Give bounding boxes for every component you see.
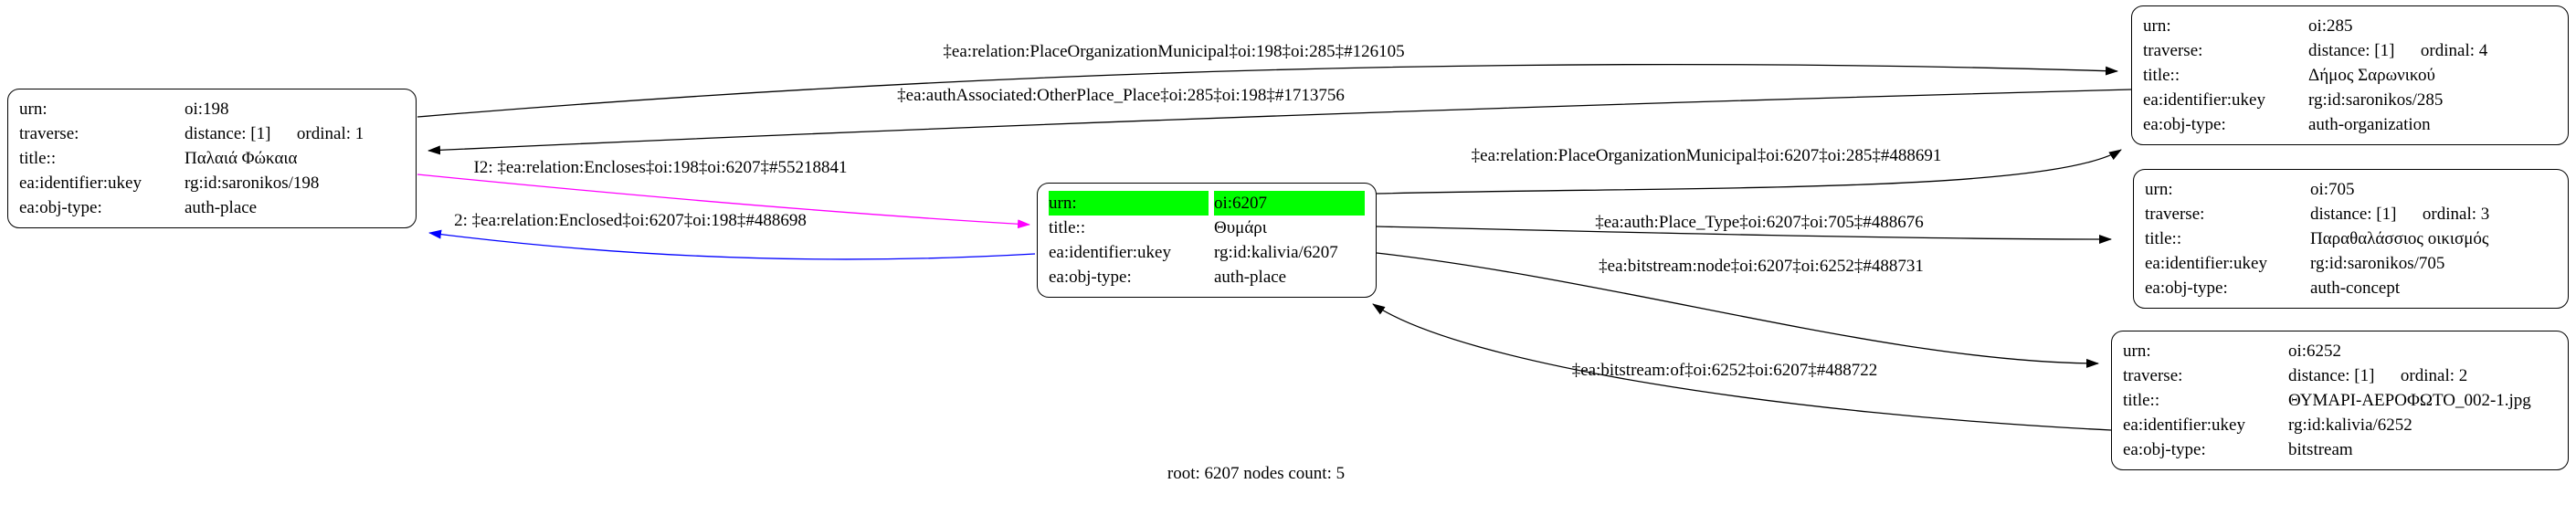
field-key: ea:obj-type: [2123, 440, 2206, 459]
node-row: ea:obj-type: auth-place [19, 195, 405, 220]
field-key: ea:identifier:ukey [2123, 416, 2245, 435]
node-row-highlighted: urn: oi:6207 [1049, 191, 1365, 216]
field-key: ea:obj-type: [2143, 115, 2226, 134]
node-row: title:: Δήμος Σαρωνικού [2143, 63, 2557, 88]
node-row: ea:obj-type: auth-concept [2145, 276, 2557, 300]
node-row: urn: oi:705 [2145, 177, 2557, 202]
field-value: distance: [1] ordinal: 1 [185, 124, 364, 143]
field-value: oi:6252 [2288, 342, 2342, 361]
field-value: distance: [1] ordinal: 3 [2310, 205, 2490, 224]
field-value: rg:id:saronikos/198 [185, 174, 320, 193]
field-value: auth-place [185, 198, 258, 217]
field-key: title:: [2123, 391, 2160, 410]
field-key: ea:obj-type: [19, 198, 102, 217]
edge-label-place-organization-municipal-6207-285: ‡ea:relation:PlaceOrganizationMunicipal‡… [1471, 146, 1942, 165]
node-row: title:: Θυμάρι [1049, 216, 1365, 240]
edge-auth-associated-other-place-285-198 [428, 89, 2132, 155]
node-row: urn: oi:198 [19, 97, 405, 121]
edge-label-encloses-198-6207: I2: ‡ea:relation:Encloses‡oi:198‡oi:6207… [473, 158, 848, 177]
node-row: traverse: distance: [1] ordinal: 4 [2143, 38, 2557, 63]
field-value: Θυμάρι [1214, 218, 1267, 237]
node-row: ea:obj-type: auth-organization [2143, 112, 2557, 137]
field-value: oi:198 [185, 100, 229, 119]
node-oi-6207-root[interactable]: urn: oi:6207 title:: Θυμάρι ea:identifie… [1037, 183, 1377, 298]
edge-label-place-organization-municipal-198-285: ‡ea:relation:PlaceOrganizationMunicipal‡… [943, 42, 1405, 61]
field-key: ea:obj-type: [1049, 268, 1132, 287]
field-value: oi:705 [2310, 180, 2355, 199]
node-row: traverse: distance: [1] ordinal: 2 [2123, 363, 2557, 388]
field-value: distance: [1] ordinal: 2 [2288, 366, 2468, 385]
field-value: rg:id:kalivia/6252 [2288, 416, 2412, 435]
edge-label-bitstream-of-6252-6207: ‡ea:bitstream:of‡oi:6252‡oi:6207‡#488722 [1571, 361, 1878, 380]
edge-place-organization-municipal-6207-285 [1376, 149, 2122, 195]
field-value: auth-organization [2308, 115, 2431, 134]
node-row: traverse: distance: [1] ordinal: 3 [2145, 202, 2557, 226]
node-row: ea:obj-type: auth-place [1049, 265, 1365, 289]
field-key: ea:identifier:ukey [19, 174, 142, 193]
field-key: title:: [2143, 66, 2180, 85]
edge-enclosed-6207-198 [428, 229, 1036, 260]
field-key: traverse: [2145, 205, 2205, 224]
node-row: urn: oi:6252 [2123, 339, 2557, 363]
edge-place-organization-municipal-198-285 [417, 63, 2118, 118]
field-value: distance: [1] ordinal: 4 [2308, 41, 2488, 60]
field-key: ea:identifier:ukey [2143, 90, 2265, 110]
node-row: title:: Παλαιά Φώκαια [19, 146, 405, 171]
field-value: oi:285 [2308, 16, 2353, 36]
node-row: ea:identifier:ukey rg:id:kalivia/6207 [1049, 240, 1365, 265]
node-row: ea:identifier:ukey rg:id:saronikos/198 [19, 171, 405, 195]
field-value: Παραθαλάσσιος οικισμός [2310, 229, 2489, 248]
field-key: urn: [2123, 342, 2151, 361]
field-key: ea:obj-type: [2145, 279, 2228, 298]
field-value: auth-place [1214, 268, 1287, 287]
field-key: title:: [1049, 218, 1086, 237]
field-value: rg:id:saronikos/285 [2308, 90, 2444, 110]
edge-bitstream-node-6207-6252 [1376, 252, 2099, 368]
edge-label-enclosed-6207-198: 2: ‡ea:relation:Enclosed‡oi:6207‡oi:198‡… [454, 211, 807, 230]
field-key: urn: [2143, 16, 2171, 36]
node-row: ea:identifier:ukey rg:id:saronikos/285 [2143, 88, 2557, 112]
field-key: urn: [1049, 191, 1209, 216]
node-row: ea:identifier:ukey rg:id:kalivia/6252 [2123, 413, 2557, 437]
field-value: ΘΥΜΑΡΙ-ΑΕΡΟΦΩΤΟ_002-1.jpg [2288, 391, 2531, 410]
field-key: traverse: [19, 124, 79, 143]
field-key: urn: [2145, 180, 2173, 199]
node-row: urn: oi:285 [2143, 14, 2557, 38]
edge-label-place-type-6207-705: ‡ea:auth:Place_Type‡oi:6207‡oi:705‡#4886… [1595, 213, 1924, 232]
edge-place-type-6207-705 [1376, 226, 2112, 244]
node-row: title:: Παραθαλάσσιος οικισμός [2145, 226, 2557, 251]
field-key: traverse: [2123, 366, 2183, 385]
node-oi-285[interactable]: urn: oi:285 traverse: distance: [1] ordi… [2131, 5, 2569, 145]
field-value: Παλαιά Φώκαια [185, 149, 298, 168]
field-key: title:: [2145, 229, 2182, 248]
node-row: title:: ΘΥΜΑΡΙ-ΑΕΡΟΦΩΤΟ_002-1.jpg [2123, 388, 2557, 413]
field-key: traverse: [2143, 41, 2203, 60]
field-value: oi:6207 [1214, 191, 1365, 216]
field-value: rg:id:kalivia/6207 [1214, 243, 1338, 262]
node-row: ea:obj-type: bitstream [2123, 437, 2557, 462]
field-key: title:: [19, 149, 57, 168]
node-row: ea:identifier:ukey rg:id:saronikos/705 [2145, 251, 2557, 276]
field-key: ea:identifier:ukey [1049, 243, 1171, 262]
edge-label-bitstream-node-6207-6252: ‡ea:bitstream:node‡oi:6207‡oi:6252‡#4887… [1599, 257, 1924, 276]
node-oi-6252[interactable]: urn: oi:6252 traverse: distance: [1] ord… [2111, 331, 2569, 470]
field-key: urn: [19, 100, 48, 119]
field-key: ea:identifier:ukey [2145, 254, 2267, 273]
edge-label-auth-associated-other-place-285-198: ‡ea:authAssociated:OtherPlace_Place‡oi:2… [897, 86, 1345, 105]
field-value: auth-concept [2310, 279, 2401, 298]
node-oi-705[interactable]: urn: oi:705 traverse: distance: [1] ordi… [2133, 169, 2569, 309]
edge-bitstream-of-6252-6207 [1372, 303, 2112, 431]
field-value: Δήμος Σαρωνικού [2308, 66, 2435, 85]
field-value: bitstream [2288, 440, 2353, 459]
graph-root-caption: root: 6207 nodes count: 5 [1167, 464, 1346, 483]
node-row: traverse: distance: [1] ordinal: 1 [19, 121, 405, 146]
field-value: rg:id:saronikos/705 [2310, 254, 2445, 273]
edge-encloses-198-6207 [417, 174, 1030, 229]
node-oi-198[interactable]: urn: oi:198 traverse: distance: [1] ordi… [7, 89, 417, 228]
